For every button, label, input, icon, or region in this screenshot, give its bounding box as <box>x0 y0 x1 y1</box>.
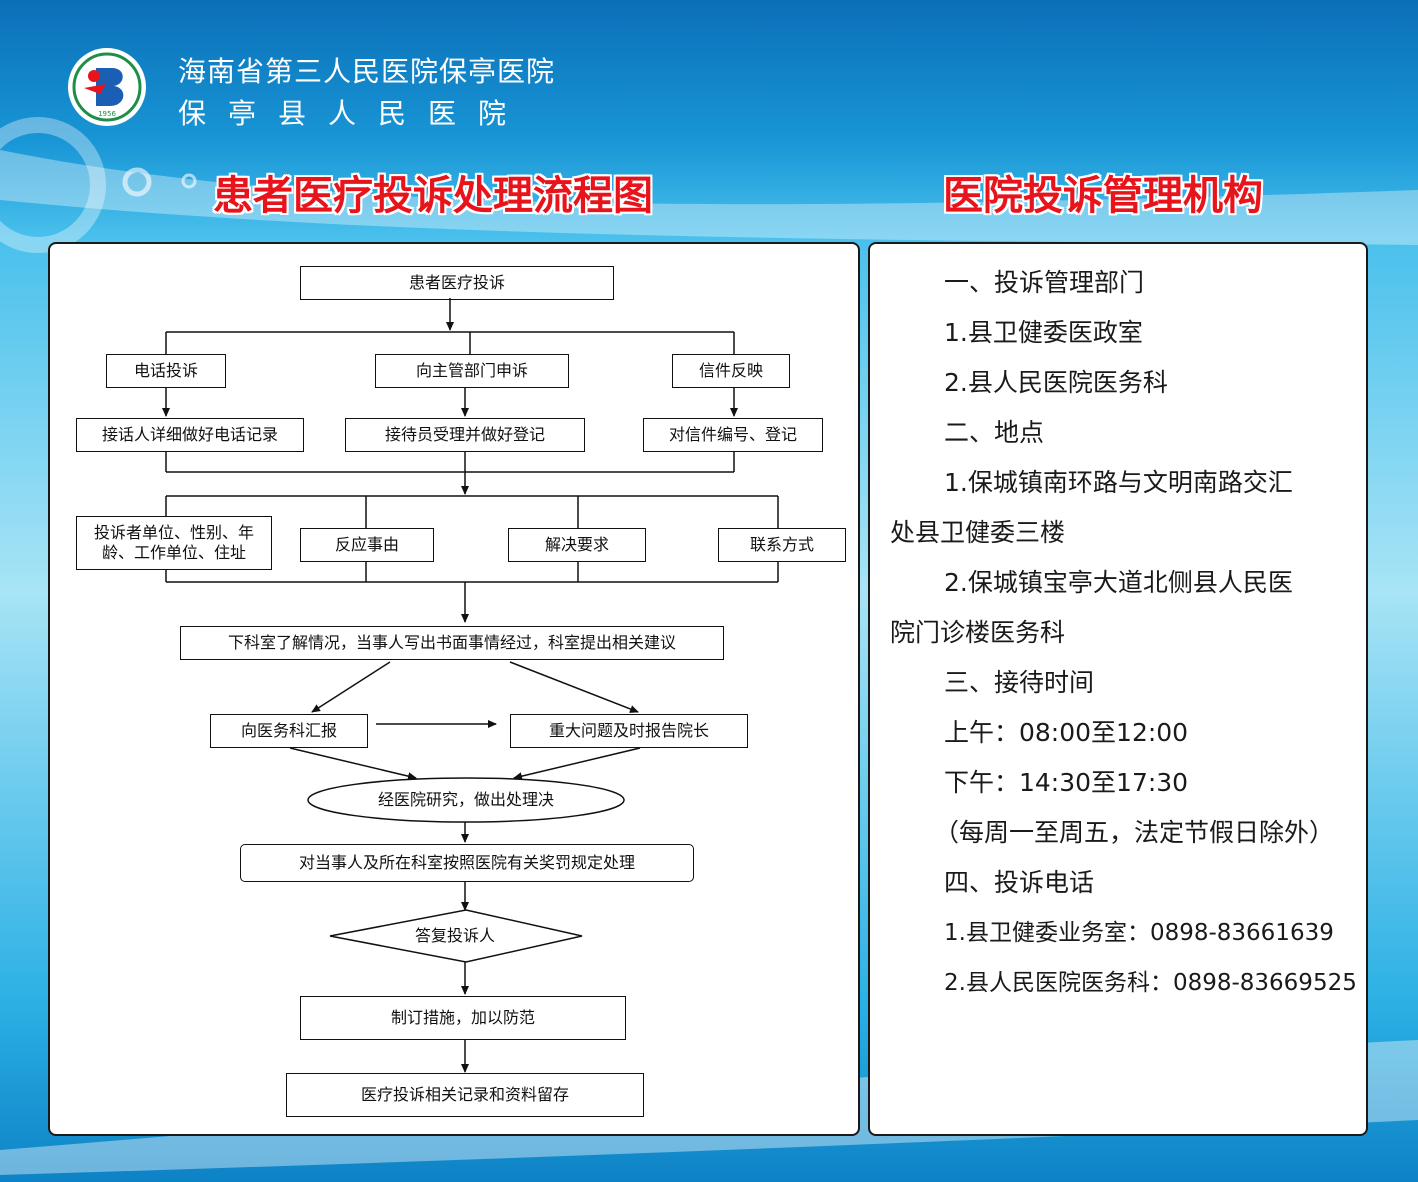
logo-year: 1956 <box>98 110 116 118</box>
flow-info-contact: 联系方式 <box>718 528 846 562</box>
flow-info-reason: 反应事由 <box>300 528 434 562</box>
org-phone-item-2: 2.县人民医院医务科：0898-83669525 <box>944 970 1357 996</box>
flow-record-letter: 对信件编号、登记 <box>643 418 823 452</box>
flow-record-phone: 接话人详细做好电话记录 <box>76 418 304 452</box>
hospital-logo: 1956 <box>68 48 146 126</box>
org-hours-note: （每周一至周五，法定节假日除外） <box>934 818 1335 847</box>
flow-info-person-line2: 龄、工作单位、住址 <box>101 543 246 562</box>
flow-start: 患者医疗投诉 <box>300 266 614 300</box>
flow-info-request: 解决要求 <box>508 528 646 562</box>
org-section-location: 二、地点 <box>944 418 1045 447</box>
org-dept-item-1: 1.县卫健委医政室 <box>944 318 1143 347</box>
org-hours-pm: 下午：14:30至17:30 <box>944 768 1189 797</box>
org-phone-item-1: 1.县卫健委业务室：0898-83661639 <box>944 920 1334 946</box>
flow-prevent: 制订措施，加以防范 <box>300 996 626 1040</box>
org-panel: 一、投诉管理部门 1.县卫健委医政室 2.县人民医院医务科 二、地点 1.保城镇… <box>868 242 1368 1136</box>
flow-report-president: 重大问题及时报告院长 <box>510 714 748 748</box>
org-location-item-2a: 2.保城镇宝亭大道北侧县人民医 <box>944 568 1293 597</box>
org-dept-item-2: 2.县人民医院医务科 <box>944 368 1168 397</box>
flow-decision: 经医院研究，做出处理决 <box>377 790 554 809</box>
org-section-hours: 三、接待时间 <box>944 668 1095 697</box>
flowchart-panel: 患者医疗投诉 电话投诉 向主管部门申诉 信件反映 接话人详细做好电话记录 接待员… <box>48 242 860 1136</box>
org-hours-am: 上午：08:00至12:00 <box>944 718 1189 747</box>
flow-record-dept: 接待员受理并做好登记 <box>345 418 585 452</box>
org-title: 医院投诉管理机构 <box>943 173 1263 219</box>
flow-channel-dept: 向主管部门申诉 <box>375 354 569 388</box>
org-section-phone: 四、投诉电话 <box>944 868 1095 897</box>
flowchart-connectors <box>162 298 779 1073</box>
flow-channel-phone: 电话投诉 <box>106 354 226 388</box>
org-section-departments: 一、投诉管理部门 <box>944 268 1145 297</box>
flow-report-medical: 向医务科汇报 <box>210 714 368 748</box>
org-location-item-1a: 1.保城镇南环路与文明南路交汇 <box>944 468 1293 497</box>
flow-investigate: 下科室了解情况，当事人写出书面事情经过，科室提出相关建议 <box>180 626 724 660</box>
flow-info-person-line1: 投诉者单位、性别、年 <box>93 523 254 542</box>
hospital-name-primary: 海南省第三人民医院保亭医院 <box>178 55 556 88</box>
org-location-item-2b: 院门诊楼医务科 <box>890 618 1066 647</box>
org-location-item-1b: 处县卫健委三楼 <box>890 518 1066 547</box>
flow-punish: 对当事人及所在科室按照医院有关奖罚规定处理 <box>240 844 694 882</box>
flow-channel-letter: 信件反映 <box>672 354 790 388</box>
flow-archive: 医疗投诉相关记录和资料留存 <box>286 1073 644 1117</box>
flow-reply: 答复投诉人 <box>414 926 495 945</box>
hospital-name-secondary: 保亭县人民医院 <box>178 97 529 130</box>
flowchart-title: 患者医疗投诉处理流程图 <box>213 173 653 219</box>
flow-info-person: 投诉者单位、性别、年 龄、工作单位、住址 <box>76 516 272 570</box>
